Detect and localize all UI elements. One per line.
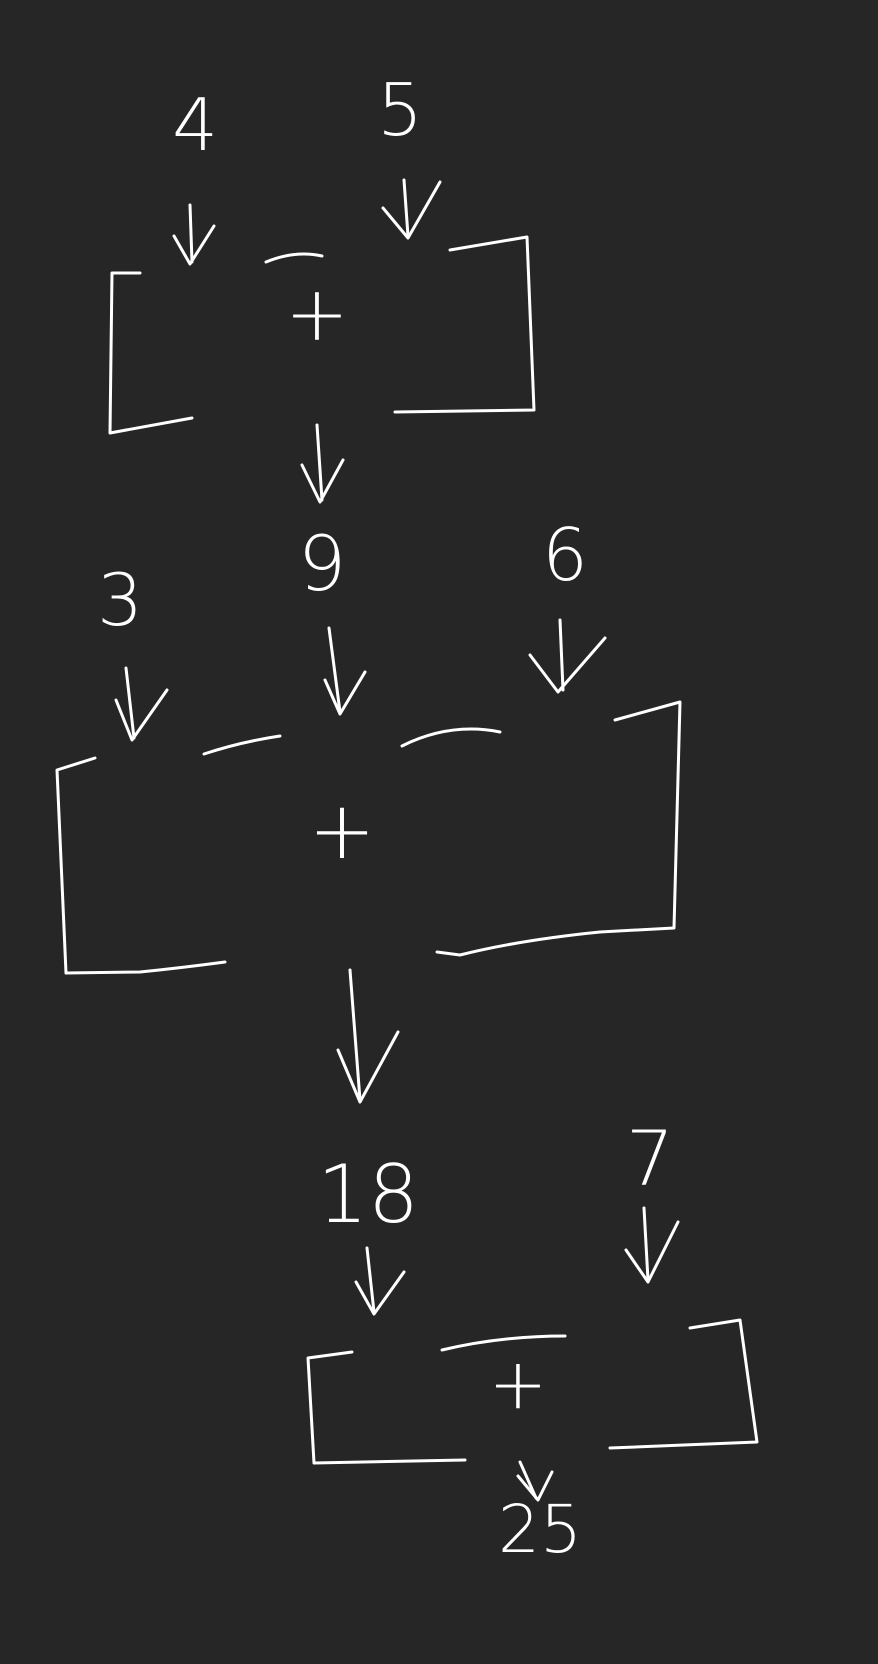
sum-box-2: [55, 700, 682, 975]
arrow-from-6: [528, 618, 607, 694]
arrow-from-7: [624, 1206, 680, 1284]
arrow-to-25: [516, 1460, 554, 1502]
result-25: 25: [498, 1491, 582, 1568]
sum-box-3: [306, 1318, 759, 1465]
arrow-from-5: [381, 178, 442, 240]
operator-plus-2: +: [308, 784, 375, 877]
arrow-to-9: [300, 423, 345, 504]
operator-plus-3: +: [489, 1343, 548, 1425]
input-7: 7: [626, 1114, 674, 1203]
sum-box-1: [108, 235, 536, 435]
result-9: 9: [298, 519, 346, 608]
input-4: 4: [172, 83, 218, 167]
arrow-from-3: [114, 666, 169, 742]
arrow-from-9: [323, 626, 367, 716]
result-18: 18: [317, 1148, 419, 1241]
input-3: 3: [97, 558, 143, 642]
input-6: 6: [542, 513, 588, 597]
arrow-from-18: [354, 1246, 406, 1316]
arrow-from-4: [172, 203, 216, 266]
operator-plus-1: +: [285, 269, 349, 358]
input-5: 5: [377, 68, 423, 152]
arrow-to-18: [336, 968, 400, 1104]
